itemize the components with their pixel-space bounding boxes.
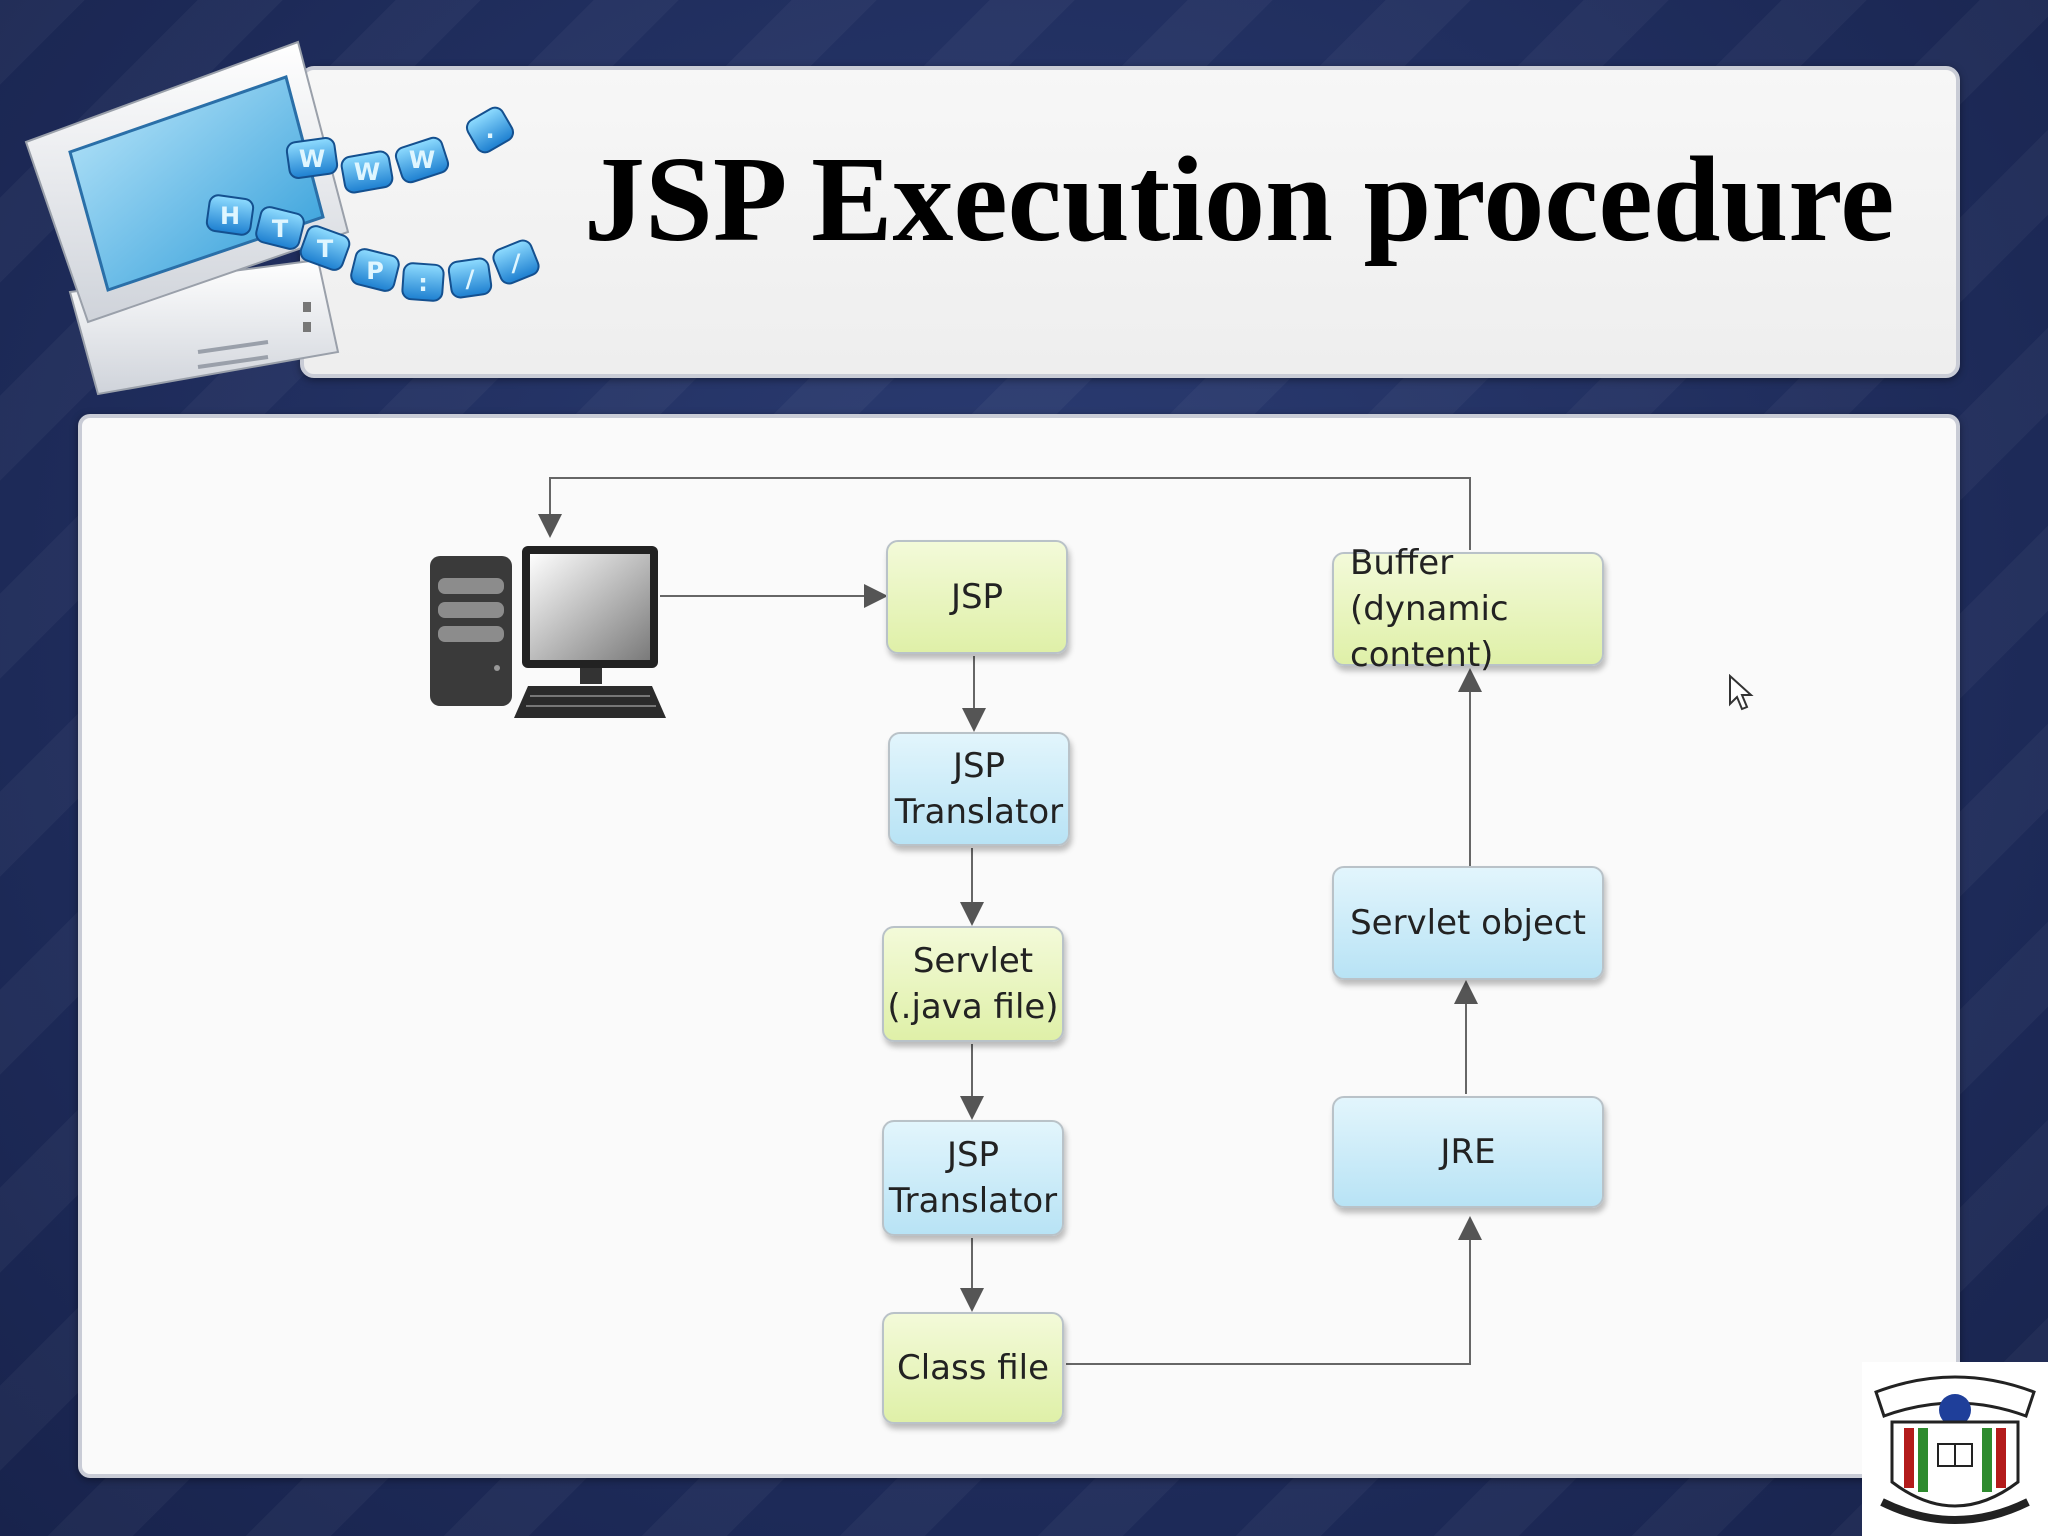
logo-key: H (220, 202, 240, 230)
class-file-node: Class file (882, 1312, 1064, 1424)
university-seal-icon (1862, 1362, 2048, 1536)
jsp-translator-node-1: JSP Translator (888, 732, 1070, 846)
logo-key: / (466, 265, 475, 293)
slide-title: JSP Execution procedure (584, 132, 1895, 267)
arrow-buffer-to-client (538, 477, 1471, 550)
jsp-translator-node-2: JSP Translator (882, 1120, 1064, 1236)
logo-key: : (418, 269, 428, 297)
servlet-object-node: Servlet object (1332, 866, 1604, 980)
title-panel (300, 66, 1960, 378)
logo-key: T (317, 235, 334, 263)
jsp-node: JSP (886, 540, 1068, 654)
logo-key: W (354, 158, 380, 186)
servlet-java-node: Servlet (.java file) (882, 926, 1064, 1042)
logo-key: T (272, 215, 289, 243)
mouse-cursor-icon (1729, 674, 1754, 711)
logo-key: P (366, 257, 384, 285)
buffer-node: Buffer (dynamic content) (1332, 543, 1604, 675)
logo-key: / (512, 249, 521, 277)
computer-logo-icon: W W W . H T T P : / / (24, 40, 540, 396)
logo-key: W (409, 146, 435, 174)
logo-key: W (299, 145, 325, 173)
arrow-classfile-to-jre (1066, 1216, 1482, 1365)
logo-key: . (485, 116, 494, 144)
jre-node: JRE (1332, 1096, 1604, 1208)
client-computer-icon (430, 546, 666, 718)
